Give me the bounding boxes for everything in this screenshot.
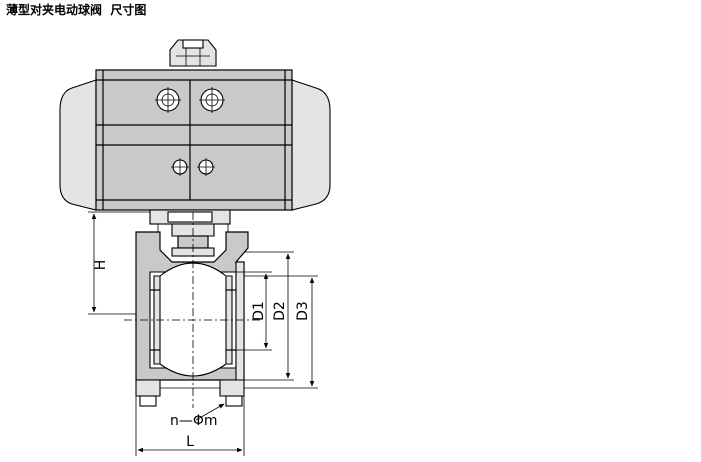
screw-lower-right: [197, 158, 215, 176]
bolt-hole-callout: n—Φm: [170, 403, 225, 429]
dim-label-d1: D1: [251, 301, 267, 321]
dim-label-d2: D2: [272, 301, 288, 321]
position-indicator: [169, 39, 217, 67]
dimension-l: L: [135, 396, 245, 456]
actuator-body: [59, 69, 331, 211]
dimension-d2: D2: [244, 251, 294, 381]
dim-label-bolt: n—Φm: [170, 413, 218, 429]
dimension-d3: D3: [244, 275, 318, 389]
dimension-h: H: [88, 211, 150, 315]
dim-label-h: H: [93, 260, 109, 271]
air-port-upper-left: [155, 87, 181, 113]
dim-label-d3: D3: [295, 301, 311, 321]
dimension-d1: D1: [236, 271, 272, 351]
valve-body: [124, 212, 260, 408]
mounting-bracket: [149, 209, 231, 257]
page-title: 薄型对夹电动球阀 尺寸图: [6, 3, 147, 17]
dim-label-l: L: [186, 434, 194, 450]
screw-lower-left: [171, 158, 189, 176]
air-port-upper-right: [199, 87, 225, 113]
